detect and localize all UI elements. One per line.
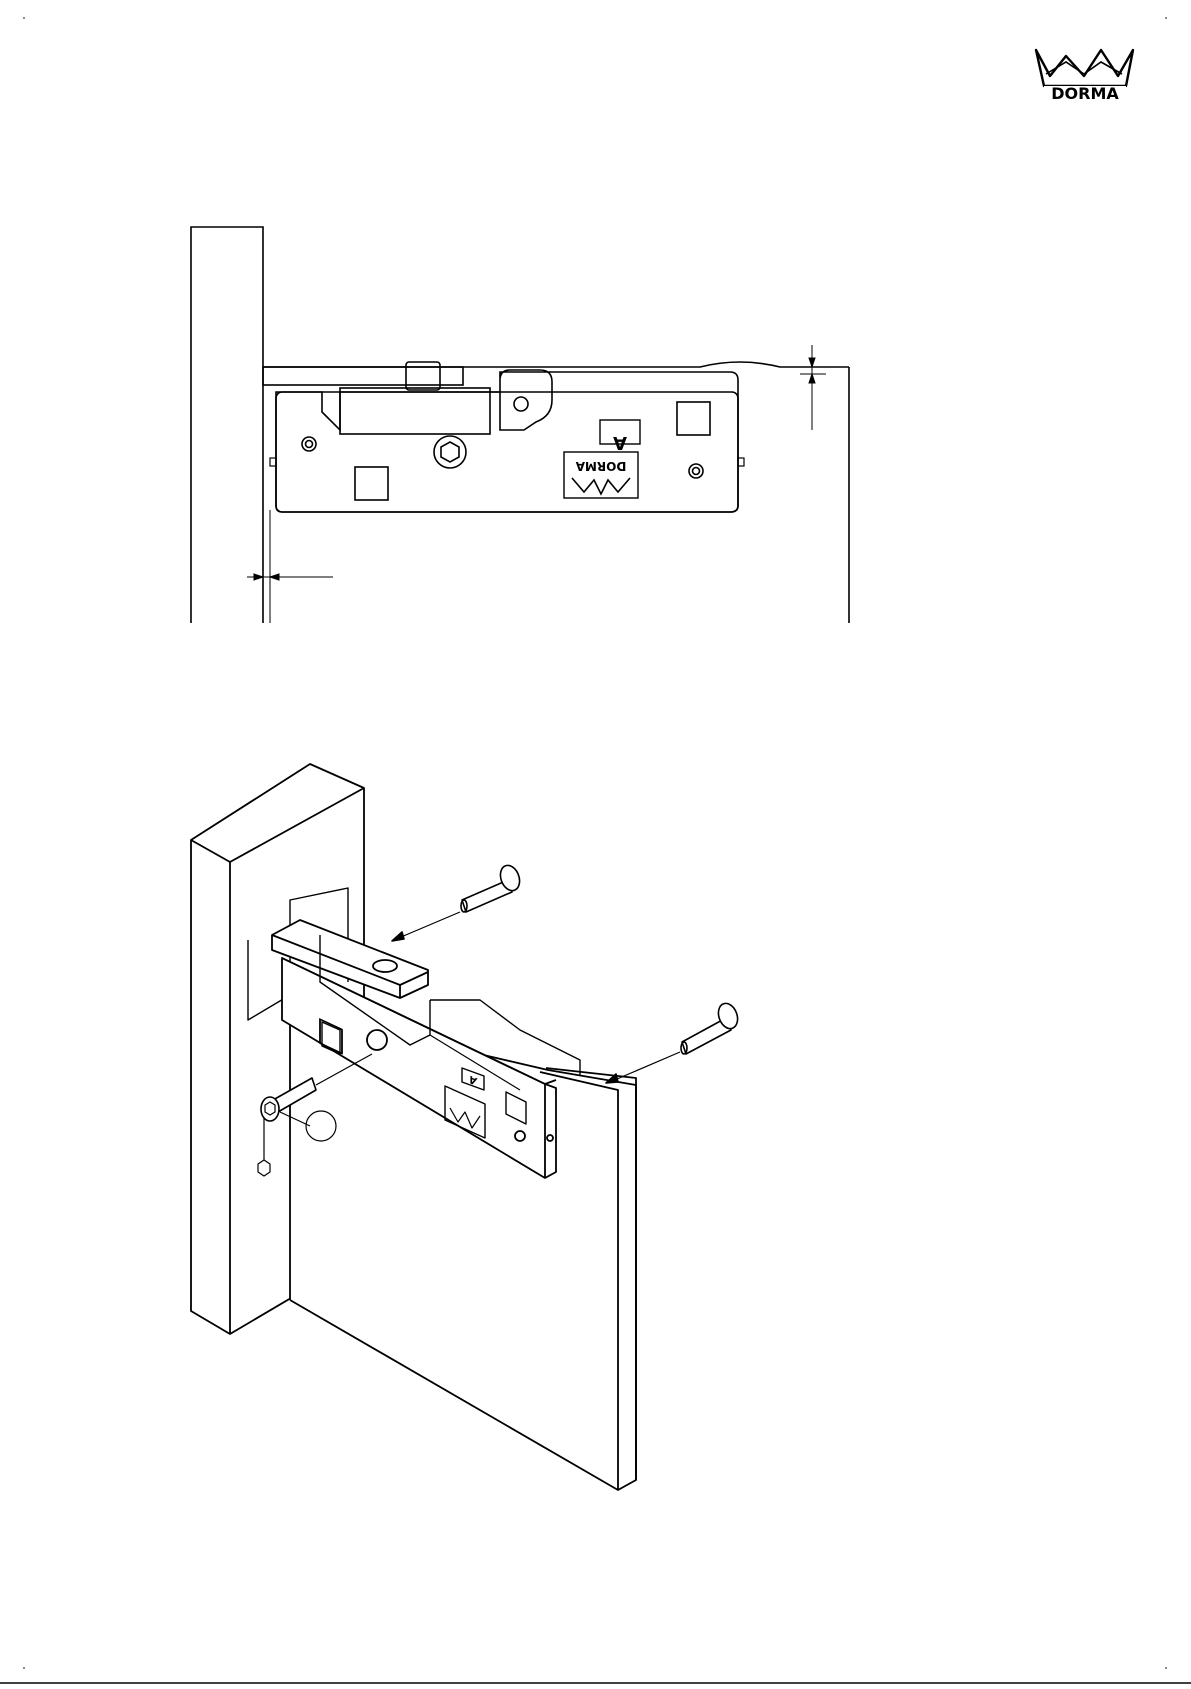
isometric-view: A: [191, 764, 741, 1490]
hex-socket-screw-icon: [434, 436, 466, 468]
dorma-crown-logo-icon: DORMA: [1036, 50, 1133, 103]
top-view: A DORMA: [191, 227, 849, 623]
plate-logo-text: DORMA: [575, 459, 626, 473]
dimension-marker-vertical: [800, 345, 826, 430]
plate-dorma-badge: DORMA: [564, 452, 638, 498]
iso-screw-right-icon: [606, 1001, 741, 1083]
top-bracket-arm: [263, 367, 463, 385]
frame-jamb: [191, 227, 263, 623]
dimension-marker-horizontal: [247, 574, 333, 580]
square-window-right: [677, 402, 710, 435]
square-window-left: [355, 467, 388, 500]
logo-wordmark: DORMA: [1051, 84, 1119, 103]
plate-label: A: [613, 432, 627, 453]
pivot-block: [340, 388, 490, 434]
iso-screw-upper-icon: [392, 863, 523, 941]
